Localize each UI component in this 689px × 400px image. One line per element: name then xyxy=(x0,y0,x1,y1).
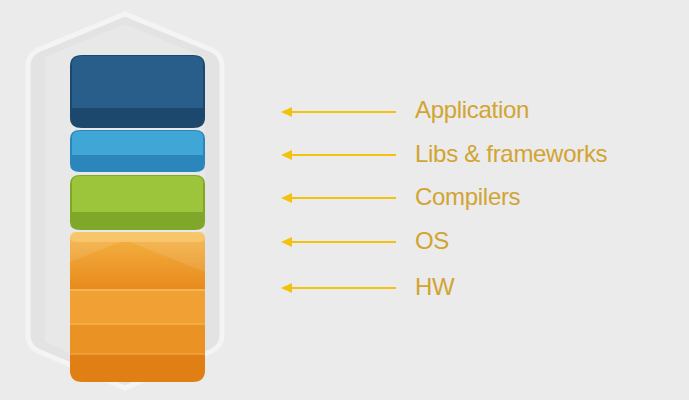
casing-inner xyxy=(45,24,205,378)
layer-label: OS xyxy=(415,227,449,255)
libs-block xyxy=(70,130,205,172)
layer-label: Compilers xyxy=(415,183,520,211)
layer-label: Application xyxy=(415,96,529,124)
hw-block xyxy=(70,232,205,382)
application-block xyxy=(70,55,205,128)
layer-label: Libs & frameworks xyxy=(415,140,607,168)
layer-label: HW xyxy=(415,273,454,301)
compilers-block xyxy=(70,175,205,230)
casing xyxy=(28,14,222,388)
leader-arrows xyxy=(281,107,396,293)
